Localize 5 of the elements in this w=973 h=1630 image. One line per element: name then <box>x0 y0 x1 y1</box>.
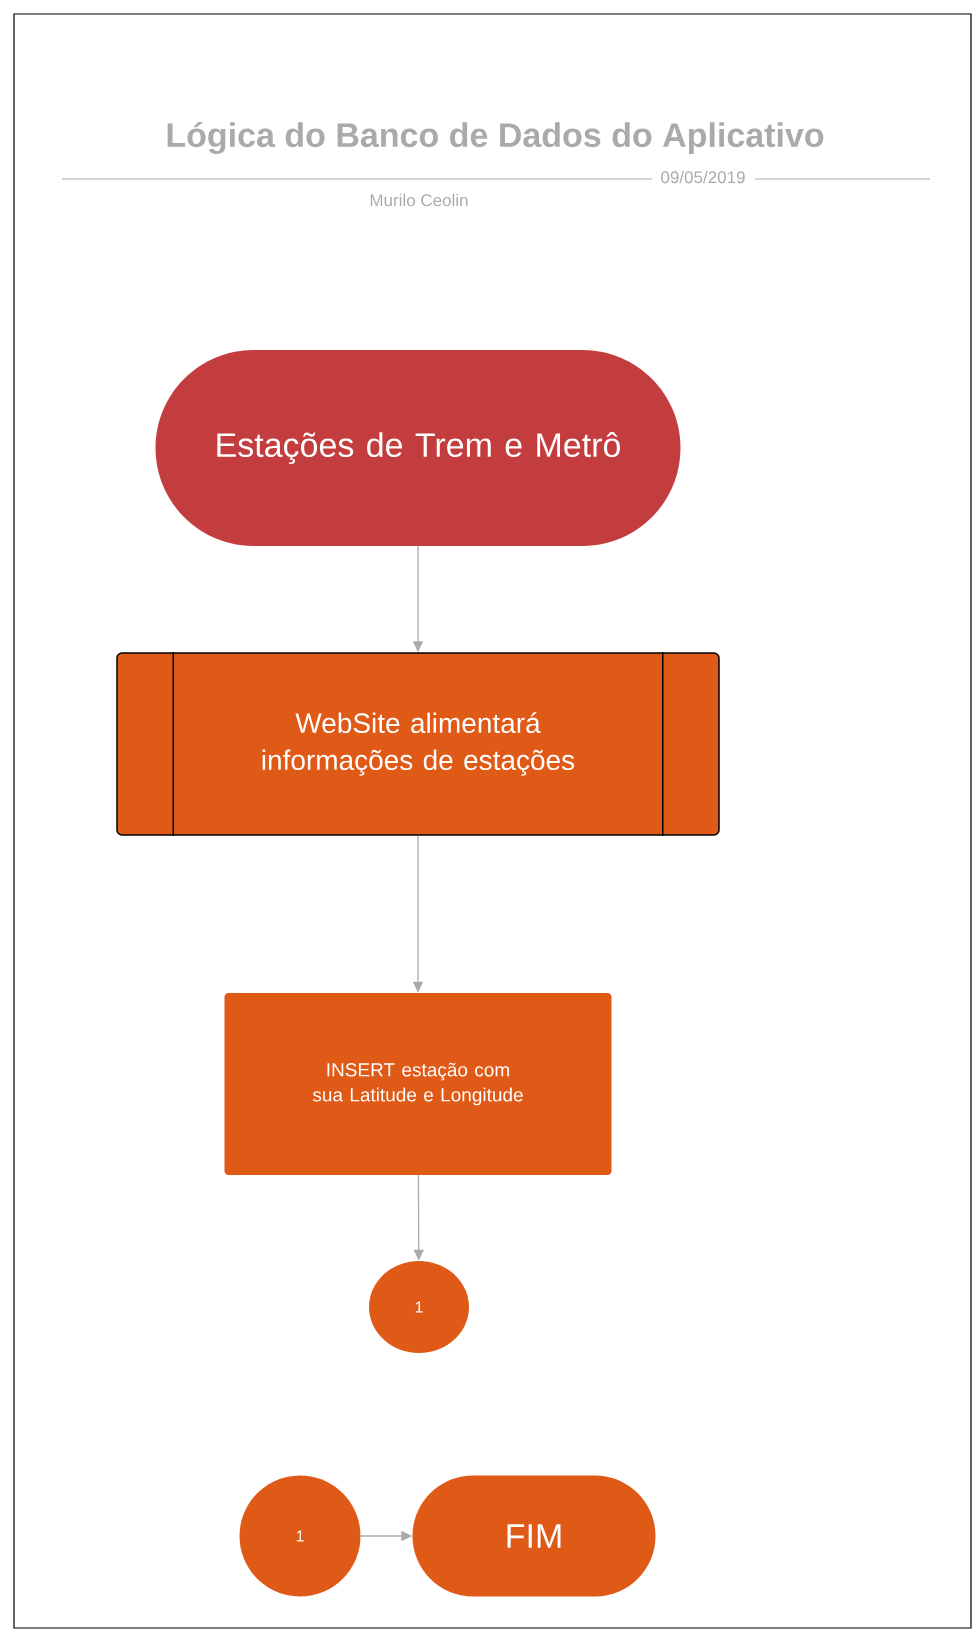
label-text: Murilo Ceolin <box>370 193 468 207</box>
label-text: 09/05/2019 <box>661 170 745 184</box>
predefined-process-box: WebSite alimentará informações de estações <box>116 651 720 837</box>
process-box: INSERT estação com sua Latitude e Longitude <box>224 993 612 1175</box>
title: Lógica do Banco de Dados do Aplicativo <box>167 121 824 155</box>
